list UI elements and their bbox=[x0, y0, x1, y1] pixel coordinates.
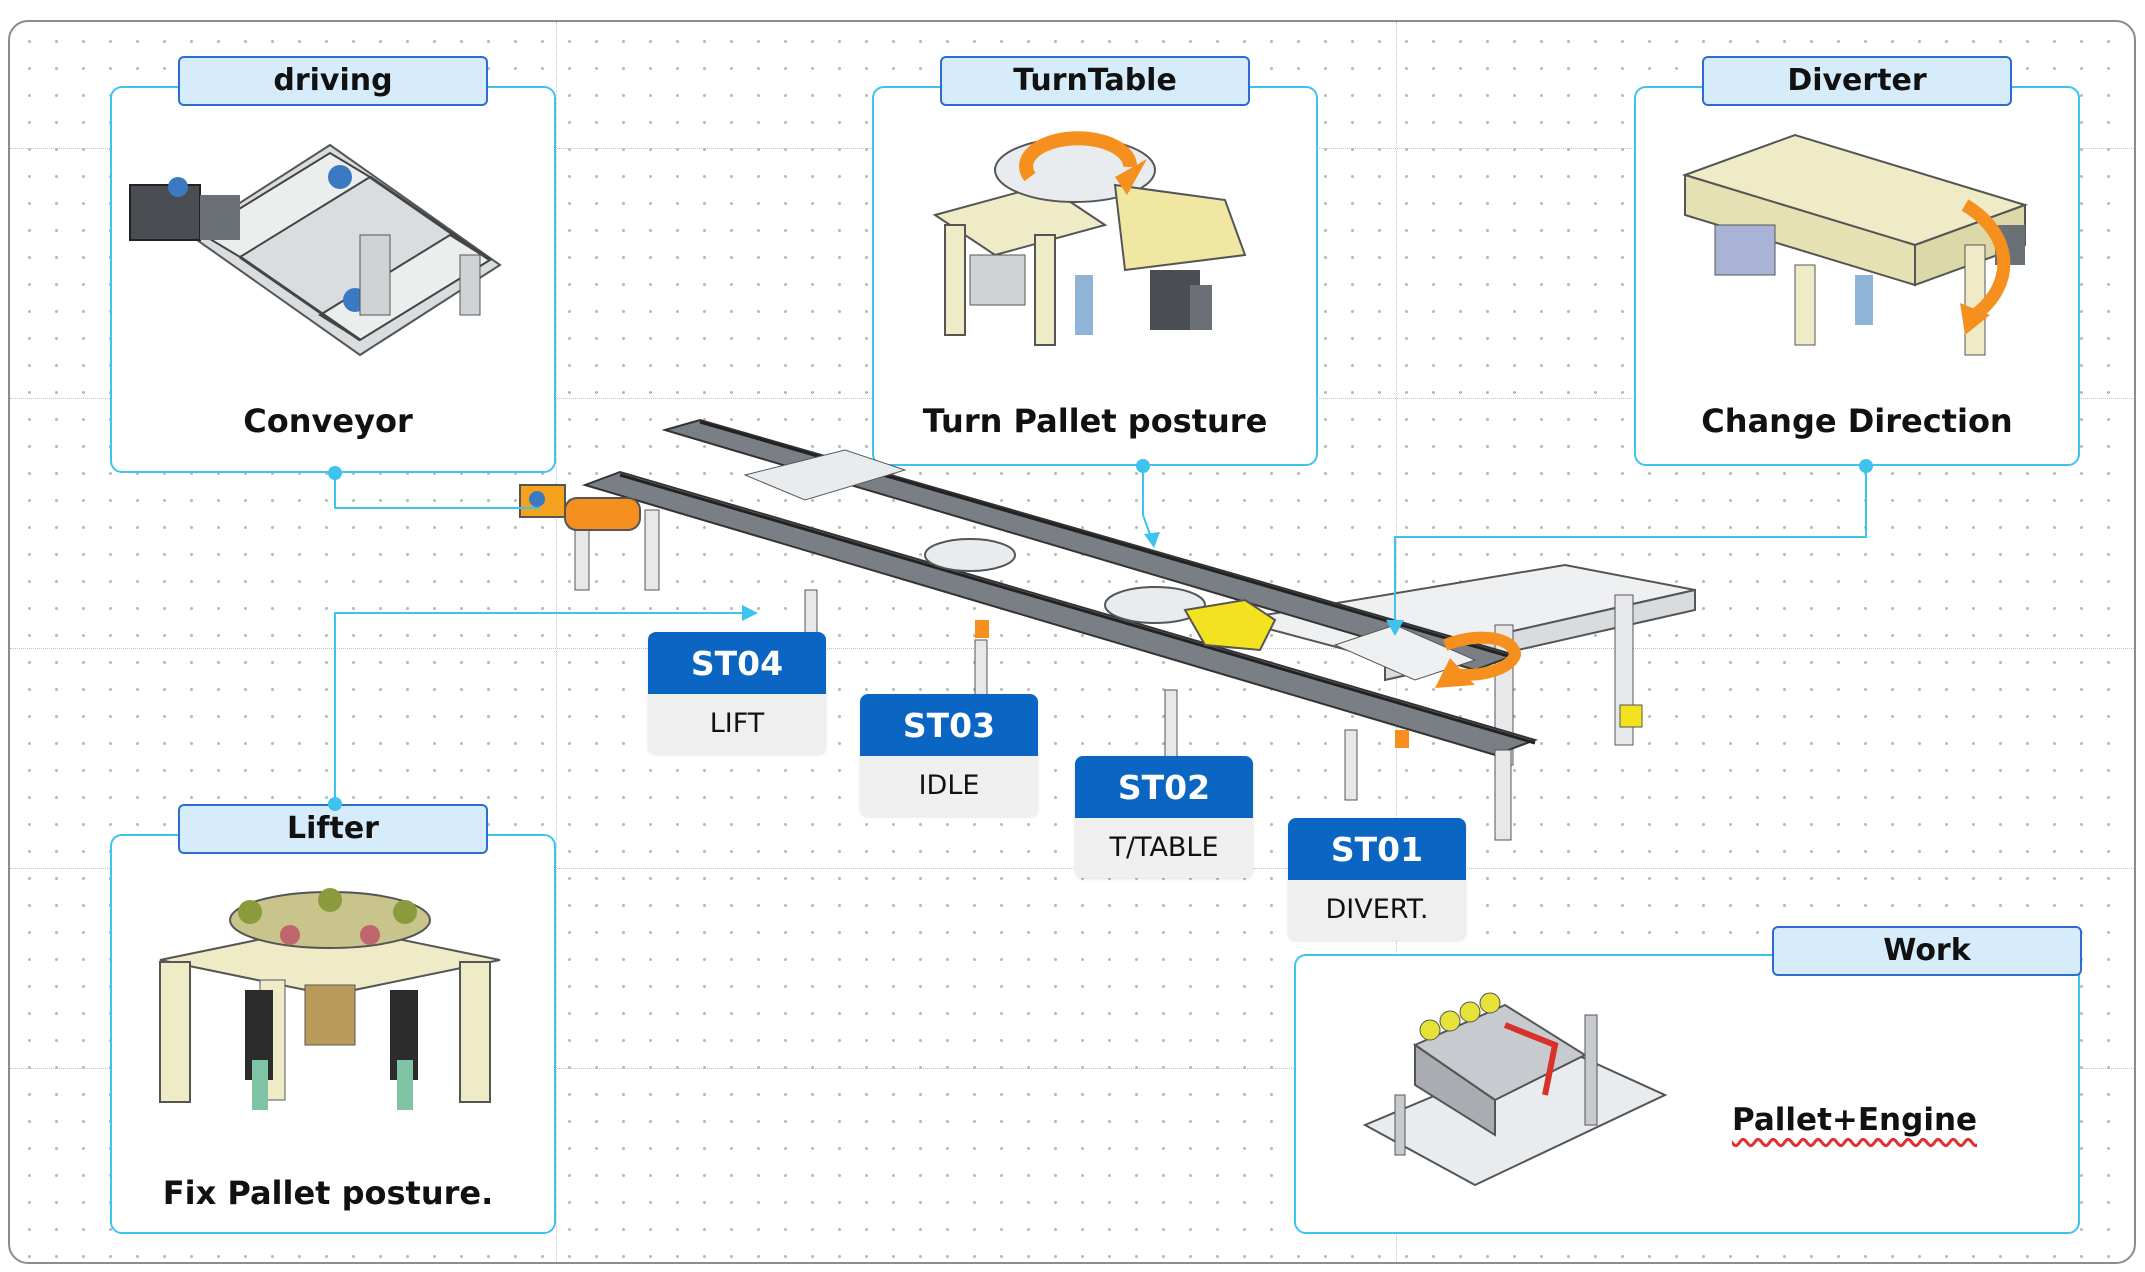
turntable-panel-title: TurnTable bbox=[940, 56, 1250, 106]
driving-panel-title: driving bbox=[178, 56, 488, 106]
turntable-panel-caption: Turn Pallet posture bbox=[922, 402, 1268, 440]
station-st01: ST01 DIVERT. bbox=[1288, 818, 1466, 940]
pallet-engine-illustration bbox=[1362, 992, 1668, 1187]
lifter-illustration bbox=[159, 888, 501, 1110]
station-st04: ST04 LIFT bbox=[648, 632, 826, 754]
work-panel-caption: Pallet+Engine bbox=[1732, 1102, 1978, 1138]
station-status: IDLE bbox=[860, 756, 1038, 816]
station-status: T/TABLE bbox=[1075, 818, 1253, 878]
conveyor-line-illustration bbox=[519, 418, 1696, 841]
turntable-illustration bbox=[932, 131, 1247, 346]
diverter-illustration bbox=[1681, 133, 2029, 356]
station-code: ST04 bbox=[648, 632, 826, 694]
station-code: ST03 bbox=[860, 694, 1038, 756]
connector-arrowhead bbox=[1386, 620, 1404, 636]
station-st03: ST03 IDLE bbox=[860, 694, 1038, 816]
connector-arrowhead bbox=[742, 605, 758, 621]
connector-line bbox=[1394, 466, 1867, 630]
grid-line bbox=[556, 22, 557, 1262]
station-status: LIFT bbox=[648, 694, 826, 754]
connector-arrowhead bbox=[1144, 532, 1160, 548]
driving-panel-caption: Conveyor bbox=[243, 402, 413, 440]
connector-line bbox=[334, 612, 750, 804]
diverter-panel-caption: Change Direction bbox=[1701, 402, 2013, 440]
station-code: ST02 bbox=[1075, 756, 1253, 818]
grid-line bbox=[10, 648, 2134, 649]
station-st02: ST02 T/TABLE bbox=[1075, 756, 1253, 878]
conveyor-illustration bbox=[129, 143, 502, 357]
lifter-panel-title: Lifter bbox=[178, 804, 488, 854]
grid-line bbox=[10, 1068, 2134, 1069]
grid-line bbox=[10, 868, 2134, 869]
lifter-panel-caption: Fix Pallet posture. bbox=[162, 1174, 494, 1212]
station-code: ST01 bbox=[1288, 818, 1466, 880]
station-status: DIVERT. bbox=[1288, 880, 1466, 940]
connector-line bbox=[1142, 466, 1153, 541]
work-panel bbox=[1294, 954, 2080, 1234]
diverter-panel-title: Diverter bbox=[1702, 56, 2012, 106]
connector-line bbox=[334, 473, 540, 509]
work-panel-title: Work bbox=[1772, 926, 2082, 976]
